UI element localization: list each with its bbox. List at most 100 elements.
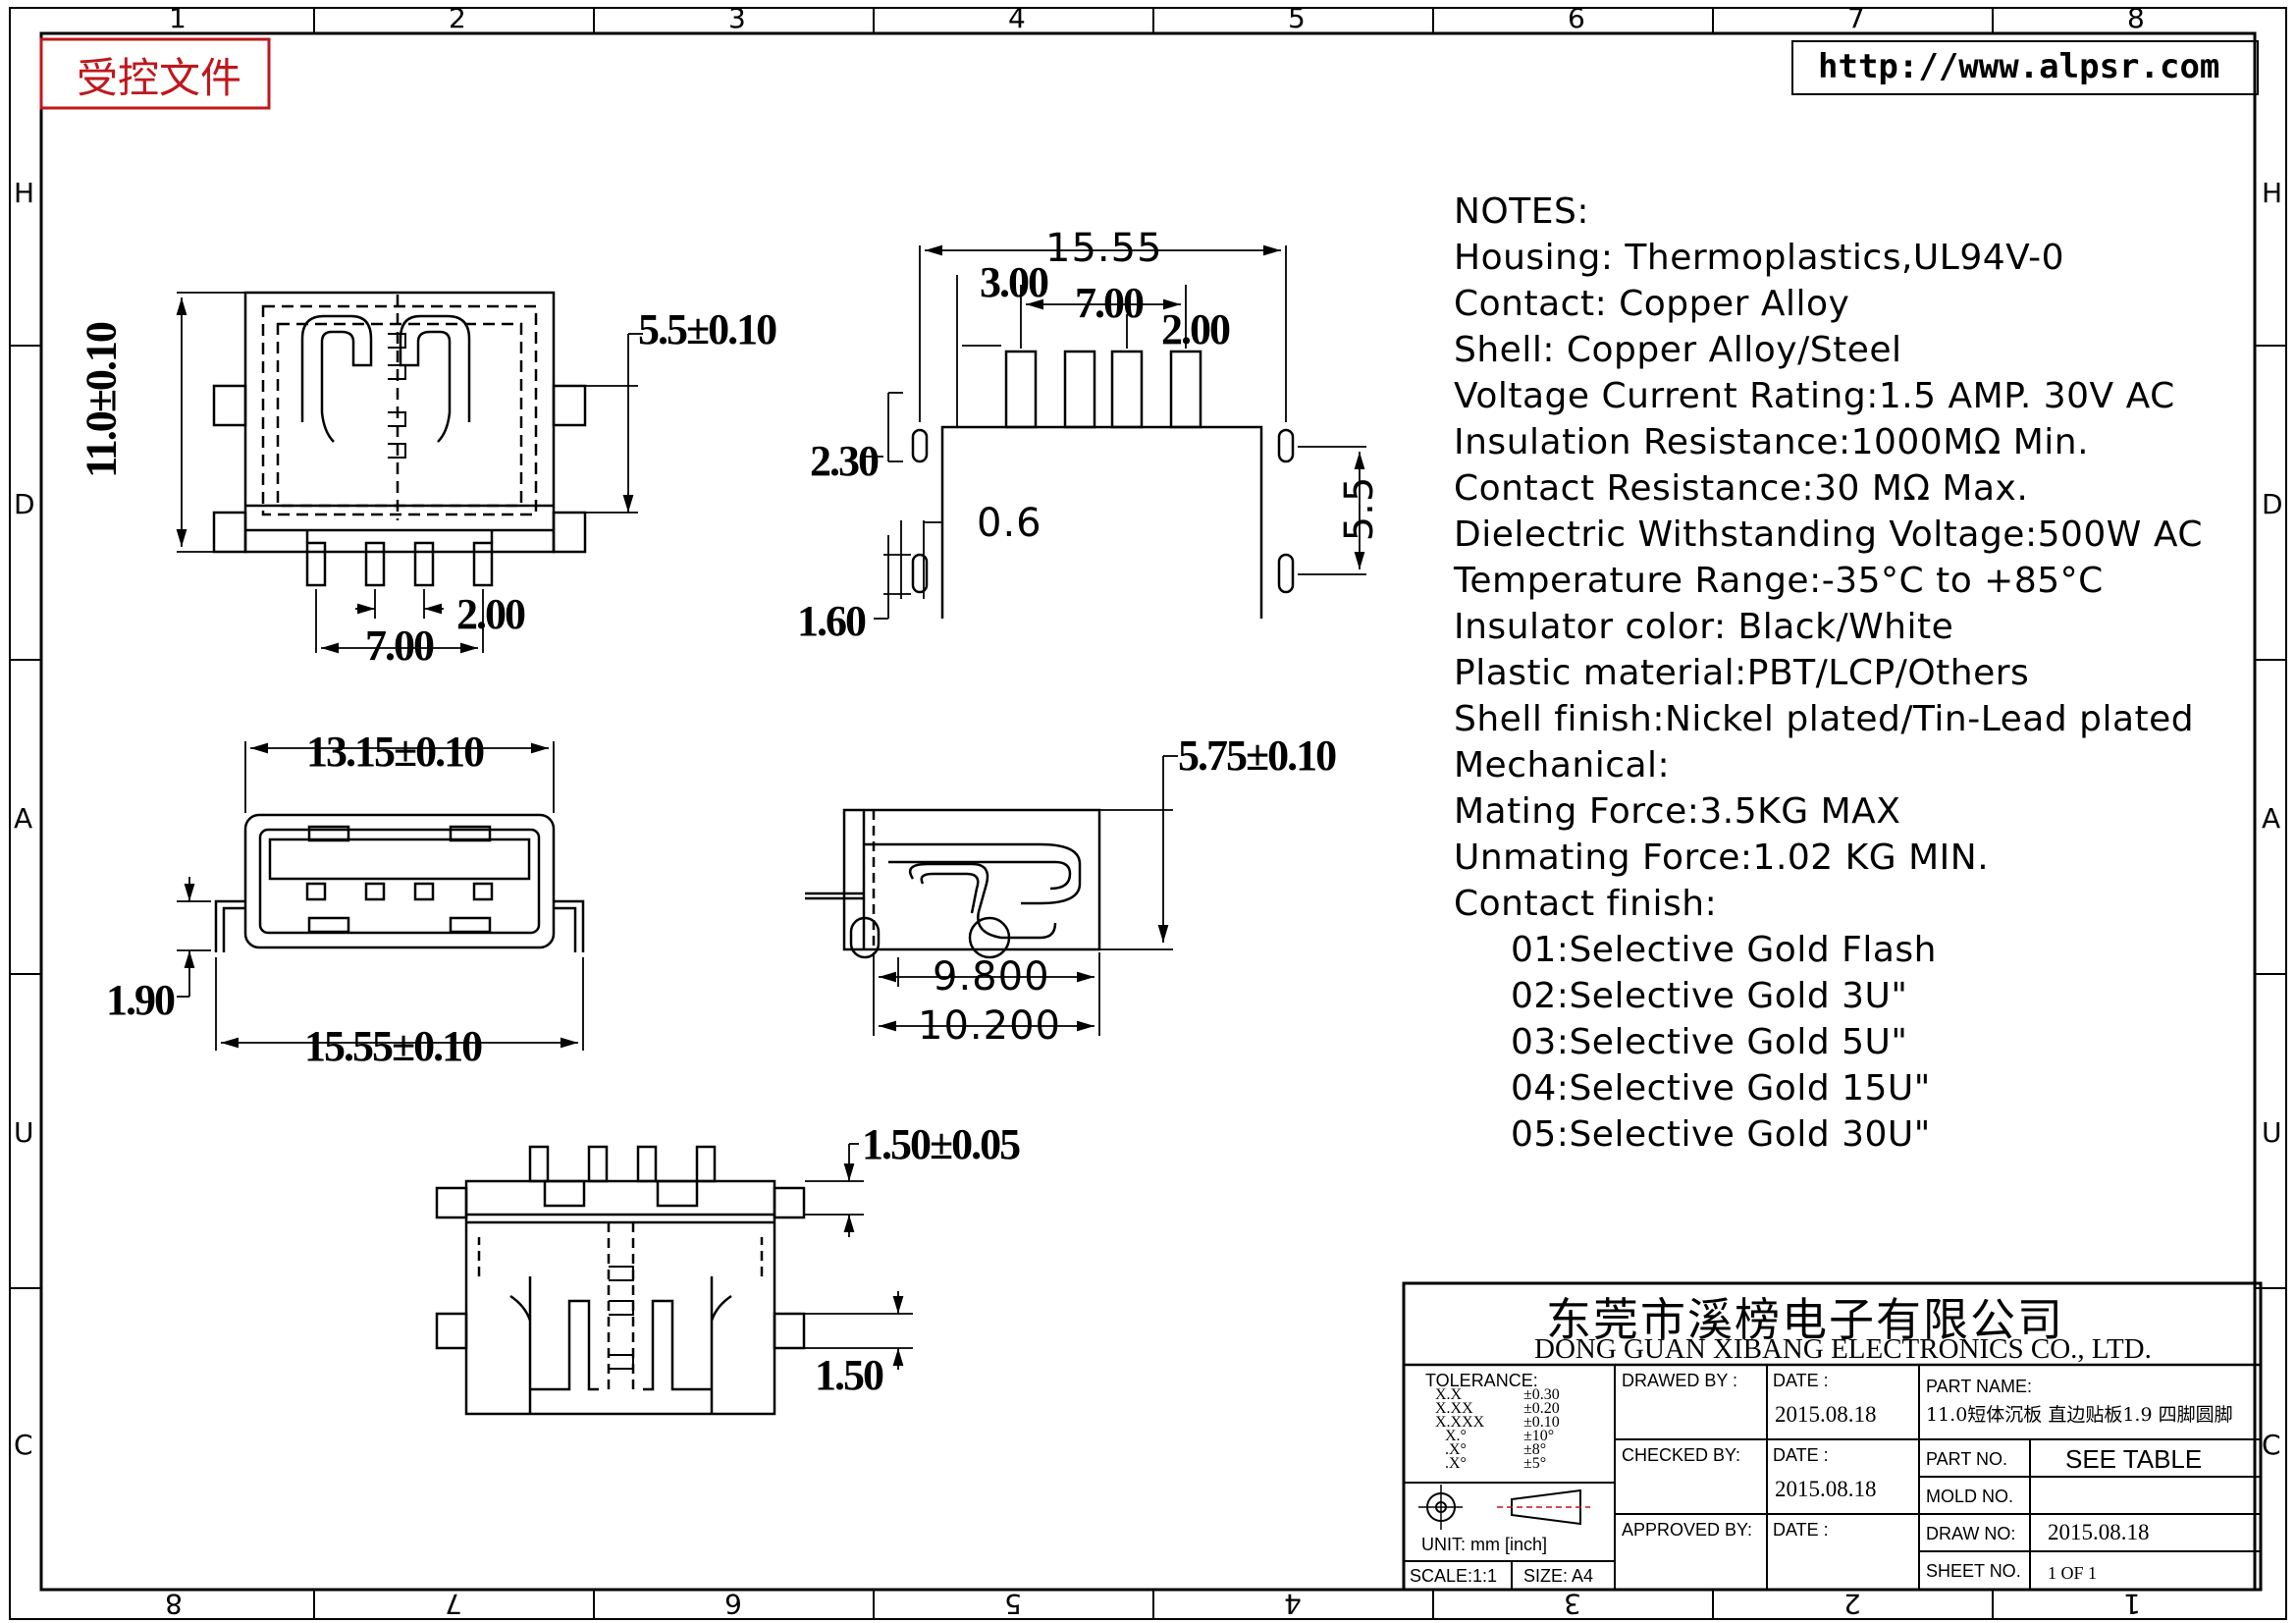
notes-line: Insulation Resistance:1000MΩ Min. <box>1454 422 2090 462</box>
finish-item: 04:Selective Gold 15U" <box>1511 1068 1931 1109</box>
checked-by-label: CHECKED BY: <box>1622 1445 1741 1465</box>
zone-col-4-bottom: 4 <box>1284 1588 1302 1620</box>
part-no: SEE TABLE <box>2065 1444 2203 1474</box>
dim-side-height: 2.30 <box>810 437 880 485</box>
date-label-approved: DATE : <box>1773 1520 1829 1540</box>
notes-line: Contact Resistance:30 MΩ Max. <box>1454 468 2029 509</box>
zone-col-4-top: 4 <box>1008 2 1026 34</box>
zone-row-u-right: U <box>2262 1116 2282 1149</box>
website-url[interactable]: http://www.alpsr.com <box>1818 47 2220 86</box>
zone-row-d-right: D <box>2262 488 2283 520</box>
dim-front-right: 5.5±0.10 <box>638 305 777 353</box>
notes-line: Temperature Range:-35°C to +85°C <box>1454 561 2104 601</box>
finish-item: 03:Selective Gold 5U" <box>1511 1022 1908 1062</box>
zone-col-7-top: 7 <box>1847 2 1865 34</box>
profile-view-dimensions <box>873 755 1178 1036</box>
sheet-no: 1 OF 1 <box>2048 1563 2098 1583</box>
zone-col-7-bottom: 7 <box>445 1588 462 1620</box>
part-name-label: PART NAME: <box>1926 1377 2033 1396</box>
finish-item: 02:Selective Gold 3U" <box>1511 976 1908 1016</box>
notes-line: NOTES: <box>1454 191 1589 232</box>
finish-item: 01:Selective Gold Flash <box>1511 930 1937 970</box>
zone-col-2-bottom: 2 <box>1843 1588 1861 1620</box>
side-view <box>911 350 1295 619</box>
tolerance-table: X.X±0.30 X.XX±0.20 X.XXX±0.10 X.°±10° .X… <box>1435 1386 1560 1472</box>
date-checked: 2015.08.18 <box>1775 1477 1877 1501</box>
side-view-dimensions <box>864 244 1366 620</box>
notes-line: Contact finish: <box>1454 884 1718 924</box>
tolerance-row: X.°±10° <box>1445 1428 1555 1444</box>
notes-line: Housing: Thermoplastics,UL94V-0 <box>1454 238 2065 278</box>
notes-line: Insulator color: Black/White <box>1454 607 1954 647</box>
notes-line: Contact: Copper Alloy <box>1454 284 1850 324</box>
tolerance-row: X.XX±0.20 <box>1435 1400 1560 1417</box>
bottom-view-dimensions <box>805 1143 913 1370</box>
zone-row-c-right: C <box>2262 1429 2281 1461</box>
zone-col-2-top: 2 <box>449 2 466 34</box>
dim-side-foot: 1.60 <box>797 597 867 645</box>
zone-col-3-bottom: 3 <box>1564 1588 1581 1620</box>
zone-col-3-top: 3 <box>728 2 746 34</box>
zone-col-6-top: 6 <box>1568 2 1585 34</box>
zone-col-5-top: 5 <box>1288 2 1306 34</box>
date-label-checked: DATE : <box>1773 1445 1829 1465</box>
dim-front-height: 11.0±0.10 <box>77 323 126 478</box>
draw-no-label: DRAW NO: <box>1926 1524 2016 1543</box>
notes-line: Mechanical: <box>1454 745 1671 785</box>
notes-block: NOTES: Housing: Thermoplastics,UL94V-0 C… <box>1454 189 2203 1158</box>
tolerance-row: X.XXX±0.10 <box>1435 1414 1560 1431</box>
zone-row-c-left: C <box>14 1429 33 1461</box>
drawn-by-label: DRAWED BY : <box>1622 1371 1738 1390</box>
tolerance-row: .X°±5° <box>1445 1455 1547 1472</box>
zone-row-a-right: A <box>2262 802 2281 835</box>
tolerance-row: X.X±0.30 <box>1435 1386 1560 1403</box>
dim-face-bottom: 15.55±0.10 <box>304 1022 483 1070</box>
mold-no-label: MOLD NO. <box>1926 1487 2014 1506</box>
notes-line: Dielectric Withstanding Voltage:500W AC <box>1454 514 2203 555</box>
part-name: 11.0短体沉板 直边贴板1.9 四脚圆脚 <box>1926 1404 2233 1426</box>
dim-side-right: 5.5 <box>1337 475 1382 542</box>
dim-bottom-top: 1.50±0.05 <box>862 1120 1021 1168</box>
front-view <box>212 291 587 587</box>
dim-front-span: 7.00 <box>365 622 435 670</box>
part-no-label: PART NO. <box>1926 1449 2008 1469</box>
notes-line: Plastic material:PBT/LCP/Others <box>1454 653 2030 693</box>
tolerance-row: .X°±8° <box>1445 1441 1547 1458</box>
tolerance-label: TOLERANCE: <box>1425 1371 1538 1390</box>
company-name-cn: 东莞市溪榜电子有限公司 <box>1546 1293 2064 1346</box>
company-name-en: DONG GUAN XIBANG ELECTRONICS CO., LTD. <box>1534 1333 2152 1365</box>
dim-side-left: 3.00 <box>980 258 1049 306</box>
notes-line: Shell finish:Nickel plated/Tin-Lead plat… <box>1454 699 2195 739</box>
dim-side-thickness: 0.6 <box>977 501 1042 546</box>
approved-by-label: APPROVED BY: <box>1622 1520 1753 1540</box>
zone-row-d-left: D <box>14 488 35 520</box>
zone-col-8-bottom: 8 <box>165 1588 183 1620</box>
dim-face-left: 1.90 <box>106 976 176 1024</box>
zone-col-5-bottom: 5 <box>1004 1588 1022 1620</box>
zone-row-h-right: H <box>2262 177 2283 209</box>
zone-col-8-top: 8 <box>2127 2 2145 34</box>
dim-profile-depth2: 10.200 <box>918 1003 1061 1049</box>
draw-no: 2015.08.18 <box>2048 1520 2150 1544</box>
scale-label: SCALE:1:1 <box>1410 1566 1498 1586</box>
dim-side-span: 7.00 <box>1075 279 1145 327</box>
mating-face-dimensions <box>177 741 584 1051</box>
date-label-drawn: DATE : <box>1773 1371 1829 1390</box>
profile-view <box>805 808 1101 959</box>
sheet-no-label: SHEET NO. <box>1926 1561 2021 1581</box>
notes-line: Mating Force:3.5KG MAX <box>1454 791 1901 832</box>
dim-front-pitch: 2.00 <box>456 590 526 638</box>
zone-col-6-bottom: 6 <box>724 1588 742 1620</box>
controlled-document-stamp: 受控文件 <box>77 54 242 102</box>
zone-col-1-bottom: 1 <box>2123 1588 2141 1620</box>
zone-row-h-left: H <box>14 177 35 209</box>
dim-side-width: 15.55 <box>1045 226 1163 271</box>
notes-line: Voltage Current Rating:1.5 AMP. 30V AC <box>1454 376 2175 416</box>
drawing-frame <box>9 7 2287 1620</box>
mating-face-view <box>214 813 585 952</box>
front-view-dimensions <box>176 292 643 654</box>
notes-line: Shell: Copper Alloy/Steel <box>1454 330 1902 370</box>
unit-label: UNIT: mm [inch] <box>1421 1535 1548 1554</box>
finish-item: 05:Selective Gold 30U" <box>1511 1114 1931 1155</box>
